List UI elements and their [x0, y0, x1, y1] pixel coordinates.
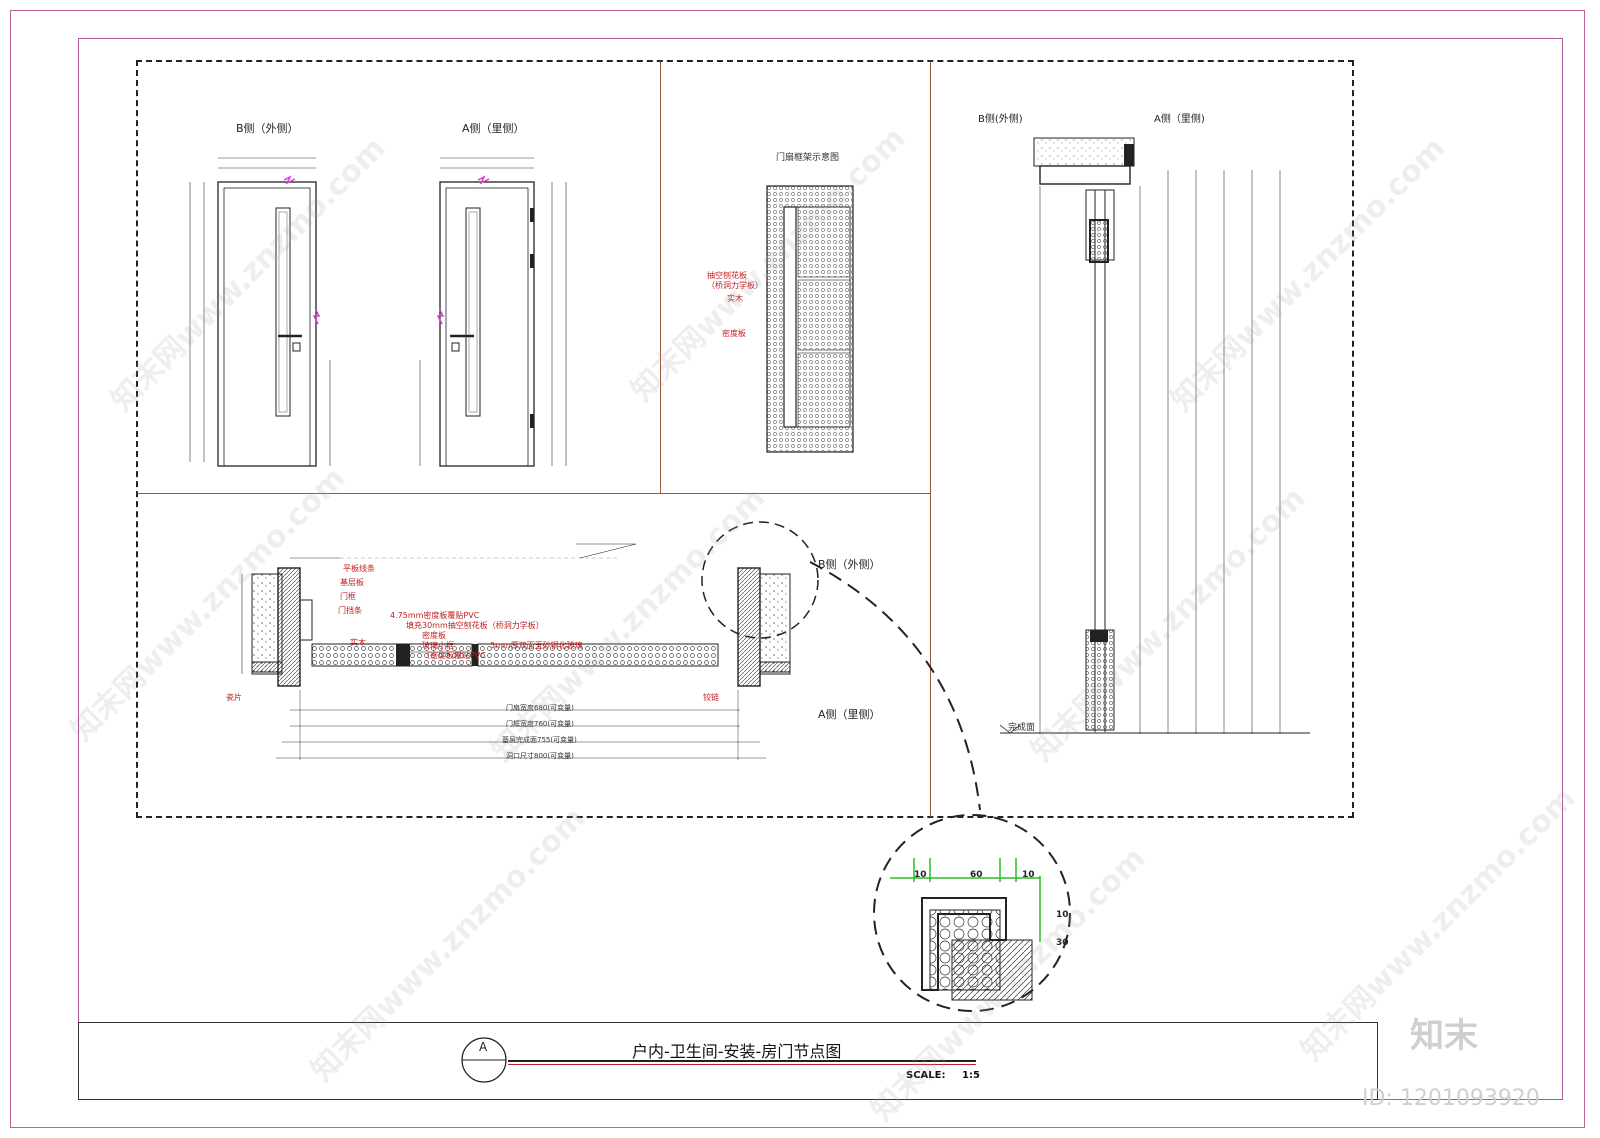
frame-schematic: [766, 185, 854, 453]
scale-value: 1:5: [962, 1070, 980, 1081]
plan-label-flat-trim: 平板线条: [343, 564, 375, 573]
door-b-title: B侧（外侧）: [236, 122, 299, 135]
plan-label-density: 密度板: [422, 631, 446, 640]
plan-label-glass-frame-note: （密度板覆贴PVC: [422, 651, 486, 660]
title-underline-black: [508, 1060, 976, 1062]
plan-dim-leaf: 门扇宽度680(可变量): [506, 704, 574, 712]
title-symbol: A: [479, 1040, 488, 1054]
divider-horizontal: [137, 493, 930, 494]
door-a-title: A侧（里侧）: [462, 122, 525, 135]
finish-floor-label: 完成面: [1008, 723, 1036, 733]
plan-dim-base: 基层完成面755(可变量): [502, 736, 577, 744]
brand-logo: 知末: [1410, 1016, 1478, 1056]
door-b-drawing: [189, 157, 331, 467]
frame-title: 门扇框架示意图: [776, 153, 840, 163]
vertical-section: [1000, 137, 1310, 734]
scale-label: SCALE:: [906, 1070, 946, 1081]
plan-label-fill: 填充30mm抽空刨花板（桥洞力学板）: [406, 621, 544, 630]
plan-section: [241, 543, 791, 760]
plan-label-glass: 5mm厚双面玉砂钢化玻璃: [490, 641, 583, 650]
divider-vertical-1: [660, 61, 661, 493]
section-b-side-title: B侧(外侧): [978, 114, 1023, 125]
title-block: [78, 1022, 1378, 1100]
detail-dim-4: 10: [1056, 910, 1069, 920]
plan-label-door-frame: 门框: [340, 592, 356, 601]
brand-id: ID: 1201093920: [1362, 1086, 1540, 1111]
plan-label-hinge: 铰链: [703, 693, 719, 702]
plan-label-door-stop: 门挡条: [338, 606, 362, 615]
plan-label-base-board: 基层板: [340, 578, 364, 587]
frame-label-density: 密度板: [722, 329, 746, 338]
plan-a-side-title: A侧（里侧）: [818, 708, 881, 721]
frame-label-hollow: 抽空刨花板: [707, 271, 747, 280]
door-elevations: [189, 157, 567, 467]
detail-dim-1: 10: [914, 870, 927, 880]
outer-border: [10, 10, 1585, 1128]
plan-label-mdf: 4.75mm密度板覆贴PVC: [390, 611, 480, 620]
title-underline-red: [508, 1064, 976, 1065]
plan-label-tile: 瓷片: [226, 693, 242, 702]
plan-label-solid-wood: 实木: [350, 638, 366, 647]
drawing-title: 户内-卫生间-安装-房门节点图: [632, 1042, 842, 1061]
plan-dim-opening: 洞口尺寸800(可变量): [506, 752, 574, 760]
drawing-area: [136, 60, 1354, 818]
detail-dim-3: 10: [1022, 870, 1035, 880]
door-a-drawing: [419, 157, 567, 467]
section-a-side-title: A侧（里侧): [1154, 114, 1205, 125]
plan-label-glass-frame: 玻璃小框: [422, 641, 454, 650]
detail-dim-5: 30: [1056, 938, 1069, 948]
frame-label-solid: 实木: [727, 294, 743, 303]
title-symbol-circle: [461, 1037, 507, 1083]
plan-b-side-title: B侧（外侧）: [818, 558, 881, 571]
frame-label-hollow-note: （桥洞力学板）: [707, 281, 763, 290]
plan-dim-frame: 门框宽度760(可变量): [506, 720, 574, 728]
detail-dim-2: 60: [970, 870, 983, 880]
divider-vertical-2: [930, 61, 931, 817]
detail-callout: [701, 521, 1071, 1012]
